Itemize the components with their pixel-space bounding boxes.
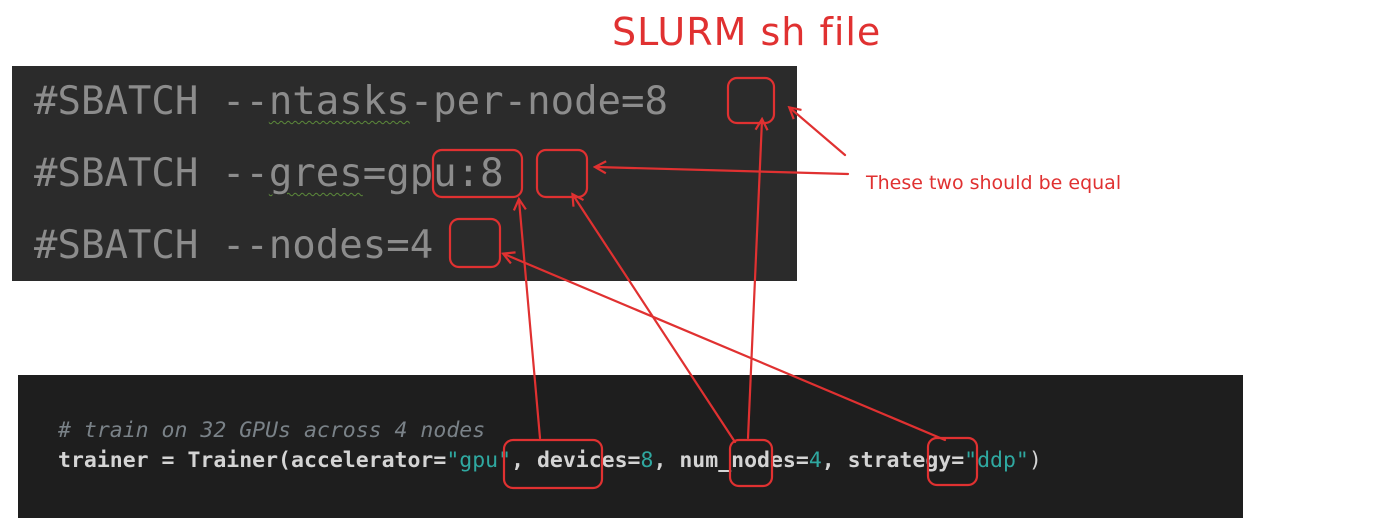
accelerator-highlight xyxy=(502,438,604,490)
devices-arg: , devices= xyxy=(511,448,641,473)
gres-flag: gres xyxy=(268,151,363,196)
equal-note-annotation: These two should be equal xyxy=(866,172,1122,194)
trainer-code-line: trainer = Trainer(accelerator="gpu", dev… xyxy=(58,447,1042,475)
note-arrow-ntasks xyxy=(790,108,847,157)
devices-to-ntasks-arrow xyxy=(746,120,762,440)
num-nodes-arg: , num_nodes= xyxy=(653,448,809,473)
gres-count-highlight xyxy=(535,148,589,199)
sbatch-gres-line: #SBATCH --gres=gpu:8 xyxy=(34,150,504,198)
trainer-call-start: trainer = Trainer(accelerator= xyxy=(58,448,447,473)
gres-gpu-value: gpu xyxy=(386,151,457,196)
strategy-arg: , strategy= xyxy=(821,448,965,473)
note-arrow-gres xyxy=(596,167,850,176)
num-nodes-highlight xyxy=(926,436,979,487)
num-nodes-value: 4 xyxy=(808,448,822,473)
ntasks-value-highlight xyxy=(726,76,776,125)
sbatch-nodes-prefix: #SBATCH --nodes= xyxy=(34,223,410,268)
sbatch-prefix: #SBATCH -- xyxy=(34,79,269,124)
accelerator-value: "gpu" xyxy=(446,448,512,473)
devices-value: 8 xyxy=(640,448,654,473)
strategy-value: "ddp" xyxy=(964,448,1029,473)
sbatch-nodes-line: #SBATCH --nodes=4 xyxy=(34,222,433,270)
ntasks-flag: ntasks xyxy=(268,79,410,124)
ntasks-value: 8 xyxy=(644,79,668,124)
devices-highlight xyxy=(728,438,774,488)
gres-gpu-highlight xyxy=(431,148,524,199)
nodes-to-nodes-arrow xyxy=(504,254,947,442)
per-node-flag: -per-node= xyxy=(409,79,645,124)
sbatch-ntasks-line: #SBATCH --ntasks-per-node=8 xyxy=(34,78,668,126)
closing-paren: ) xyxy=(1028,448,1042,473)
accelerator-to-gpu-arrow xyxy=(519,200,542,440)
slurm-title-annotation: SLURM sh file xyxy=(612,10,882,54)
code-comment: # train on 32 GPUs across 4 nodes xyxy=(58,418,486,443)
sbatch-prefix: #SBATCH -- xyxy=(34,151,269,196)
slurm-code-panel: #SBATCH --ntasks-per-node=8 #SBATCH --gr… xyxy=(12,66,797,281)
nodes-value-highlight xyxy=(448,217,502,269)
nodes-value: 4 xyxy=(409,223,434,268)
devices-to-gres-arrow xyxy=(573,195,737,444)
gres-colon: : xyxy=(456,151,481,196)
gres-count-value: 8 xyxy=(480,151,504,196)
python-code-panel: # train on 32 GPUs across 4 nodes traine… xyxy=(18,375,1243,518)
gres-equals: = xyxy=(362,151,387,196)
